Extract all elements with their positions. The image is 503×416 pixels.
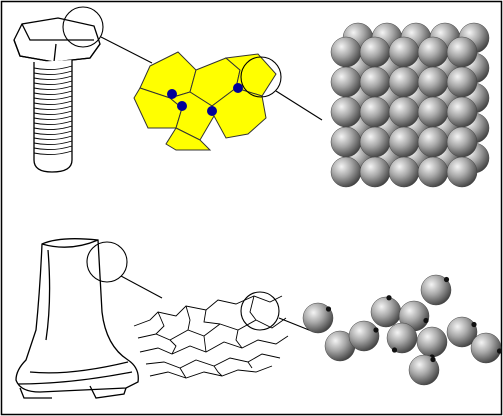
monomer-units xyxy=(302,274,503,386)
monomer-sphere xyxy=(386,322,418,354)
monomer-bond-dot xyxy=(386,295,392,301)
atom-sphere xyxy=(417,36,449,68)
bolt-thread xyxy=(33,145,73,151)
monomer-bond-dot xyxy=(443,276,450,283)
atom-sphere xyxy=(359,156,391,188)
zoom-circle-grains xyxy=(240,56,282,98)
atom-sphere xyxy=(359,66,391,98)
bolt-thread xyxy=(33,105,73,111)
crystal-grains xyxy=(133,51,277,151)
atom-sphere xyxy=(388,156,420,188)
atom-sphere xyxy=(388,126,420,158)
atomic-lattice xyxy=(330,22,490,188)
connector-bolt-grains xyxy=(100,36,153,64)
monomer-sphere xyxy=(302,302,334,334)
atom-sphere xyxy=(359,96,391,128)
bolt-thread xyxy=(33,65,73,71)
zoom-circle-boot xyxy=(86,241,128,283)
monomer-bond-dot xyxy=(496,348,503,354)
atom-sphere xyxy=(330,66,362,98)
bolt-thread xyxy=(33,140,73,146)
grain-boundary-nodes xyxy=(167,83,243,116)
connector-chains-monomers xyxy=(278,317,315,333)
bolt-thread xyxy=(33,115,73,121)
bolt-thread xyxy=(33,110,73,116)
bolt-thread xyxy=(33,85,73,91)
monomer-sphere xyxy=(370,296,402,328)
atom-sphere xyxy=(330,36,362,68)
atom-sphere xyxy=(388,36,420,68)
monomer-sphere xyxy=(348,320,380,352)
monomer-bond-dot xyxy=(391,347,398,353)
bolt-thread xyxy=(33,100,73,106)
atom-sphere xyxy=(417,96,449,128)
atom-sphere xyxy=(388,66,420,98)
monomer-sphere xyxy=(416,326,448,358)
atom-sphere xyxy=(330,126,362,158)
atom-sphere xyxy=(388,96,420,128)
bolt-drawing xyxy=(13,17,101,173)
zoom-circle-bolt xyxy=(62,6,104,48)
bolt-thread xyxy=(33,130,73,136)
atom-sphere xyxy=(417,126,449,158)
bolt-thread xyxy=(33,150,73,156)
monomer-sphere xyxy=(470,332,502,364)
monomer-bond-dot xyxy=(423,317,429,324)
atom-sphere xyxy=(417,66,449,98)
bolt-thread xyxy=(33,75,73,81)
bolt-thread xyxy=(33,90,73,96)
bolt-thread xyxy=(33,135,73,141)
atom-sphere xyxy=(330,156,362,188)
atom-sphere xyxy=(446,66,478,98)
atom-sphere xyxy=(359,126,391,158)
rubber-boot-drawing xyxy=(15,238,139,399)
bolt-thread xyxy=(33,95,73,101)
atom-sphere xyxy=(446,36,478,68)
bolt-thread xyxy=(33,125,73,131)
atom-sphere xyxy=(417,156,449,188)
atom-sphere xyxy=(446,156,478,188)
connector-grains-lattice xyxy=(275,90,323,121)
bolt-thread xyxy=(33,120,73,126)
monomer-bond-dot xyxy=(430,356,436,363)
bolt-thread xyxy=(33,80,73,86)
monomer-bond-dot xyxy=(325,306,332,312)
polymer-chains xyxy=(133,295,289,379)
monomer-bond-dot xyxy=(373,327,379,333)
atom-sphere xyxy=(330,96,362,128)
connector-boot-chains xyxy=(120,275,163,299)
monomer-sphere xyxy=(408,354,440,386)
monomer-sphere xyxy=(420,274,452,306)
zoom-circle-chains xyxy=(240,291,280,331)
atom-sphere xyxy=(446,126,478,158)
atom-sphere xyxy=(359,36,391,68)
monomer-sphere xyxy=(446,316,478,348)
monomer-bond-dot xyxy=(471,321,477,328)
bolt-thread xyxy=(33,70,73,76)
atom-sphere xyxy=(446,96,478,128)
